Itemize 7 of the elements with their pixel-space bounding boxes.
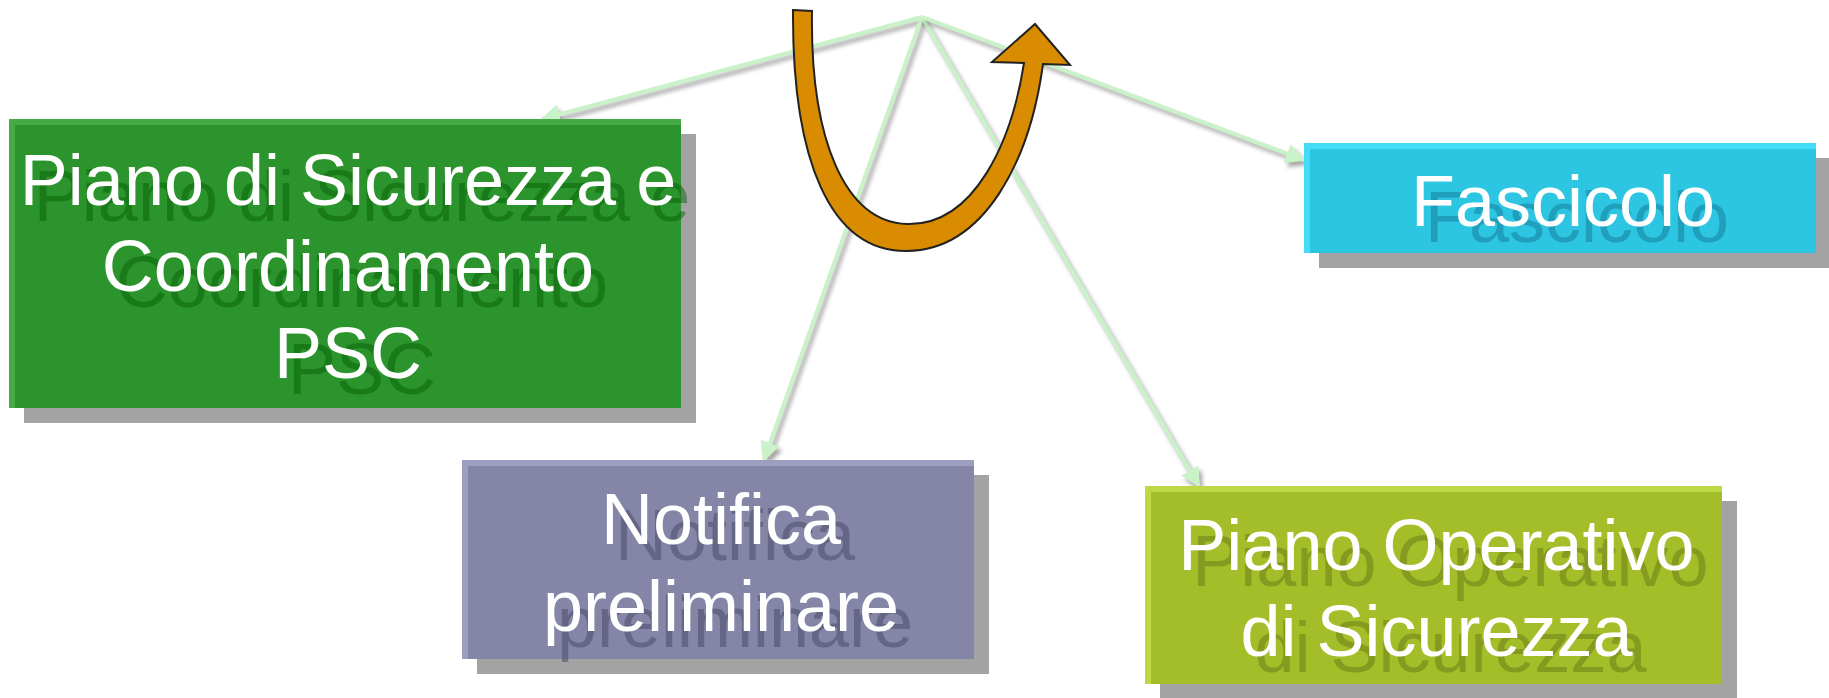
arrow [921,15,1306,164]
box-label: Piano di Sicurezza e Coordinamento PSC [19,138,677,395]
arrow [920,16,1201,488]
box-label: Fascicolo [1410,159,1716,243]
box-label: Piano Operativo di Sicurezza [1177,503,1696,673]
arrow [760,16,924,462]
box-label: Notifica preliminare [541,478,901,648]
